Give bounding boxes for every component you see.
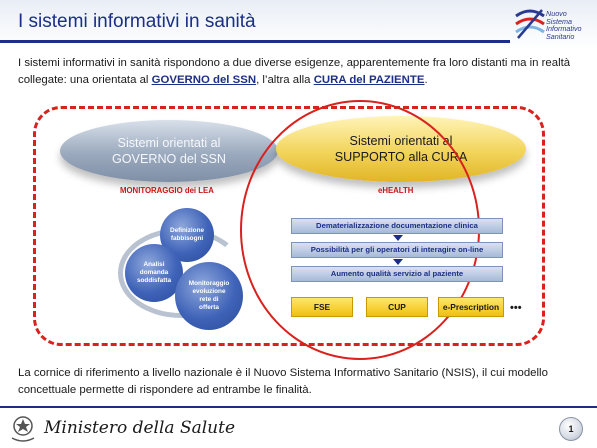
- gear-line: offerta: [199, 304, 219, 311]
- down-arrow-icon: [393, 235, 403, 241]
- title-underline: [0, 40, 510, 43]
- monitoraggio-label: MONITORAGGIO dei LEA: [120, 186, 214, 195]
- more-ellipsis: •••: [510, 302, 522, 314]
- logo-line: Sistema: [546, 16, 572, 26]
- gear-line: Monitoraggio: [188, 280, 230, 287]
- gear-line: soddisfatta: [136, 277, 172, 284]
- page-title: I sistemi informativi in sanità: [18, 11, 256, 32]
- ellipse-line: GOVERNO del SSN: [111, 152, 227, 166]
- gear-offerta: Monitoraggio evoluzione rete di offerta: [175, 262, 243, 330]
- bar-dematerializzazione: Dematerializzazione documentazione clini…: [291, 218, 503, 234]
- intro-paragraph: I sistemi informativi in sanità rispondo…: [18, 55, 586, 89]
- republic-emblem-icon: [11, 416, 35, 442]
- gear-line: Definizione: [169, 227, 205, 234]
- gear-line: Analisi: [143, 261, 165, 268]
- cura-link: CURA del PAZIENTE: [313, 74, 425, 86]
- dashed-frame: [33, 106, 545, 346]
- gear-line: domanda: [139, 269, 169, 276]
- intro-text: I sistemi informativi in sanità rispondo…: [18, 57, 571, 86]
- ministry-name: Ministero della Salute: [44, 418, 236, 438]
- gear-line: fabbisogni: [170, 235, 204, 242]
- box-e-prescription: e-Prescription: [438, 297, 504, 317]
- nsis-logo: Nuovo Sistema Informativo Sanitario: [512, 6, 594, 46]
- ehealth-label: eHEALTH: [378, 186, 414, 195]
- gear-line: rete di: [199, 296, 219, 303]
- box-fse: FSE: [291, 297, 353, 317]
- nsis-logo-icon: [515, 9, 545, 39]
- logo-line: Sanitario: [546, 31, 575, 41]
- page-number: 1: [559, 417, 583, 441]
- governo-ellipse: [60, 120, 278, 182]
- ellipse-line: Sistemi orientati al: [117, 136, 221, 150]
- bar-interazione-online: Possibilità per gli operatori di interag…: [291, 242, 503, 258]
- conclusion-paragraph: La cornice di riferimento a livello nazi…: [18, 367, 548, 396]
- box-cup: CUP: [366, 297, 428, 317]
- logo-line: Nuovo: [546, 9, 567, 18]
- intro-text: , l’altra alla: [256, 74, 314, 86]
- gear-line: evoluzione: [192, 288, 226, 295]
- gear-domanda: Analisi domanda soddisfatta: [125, 244, 183, 302]
- governo-ellipse-text: Sistemi orientati al GOVERNO del SSN: [60, 135, 278, 167]
- bar-qualita-servizio: Aumento qualità servizio al paziente: [291, 266, 503, 282]
- down-arrow-icon: [393, 259, 403, 265]
- logo-line: Informativo: [546, 24, 582, 34]
- title-bar: I sistemi informativi in sanità: [0, 0, 597, 49]
- governo-link: GOVERNO del SSN: [151, 74, 257, 86]
- intro-text: .: [424, 74, 428, 86]
- footer-divider: [0, 406, 597, 408]
